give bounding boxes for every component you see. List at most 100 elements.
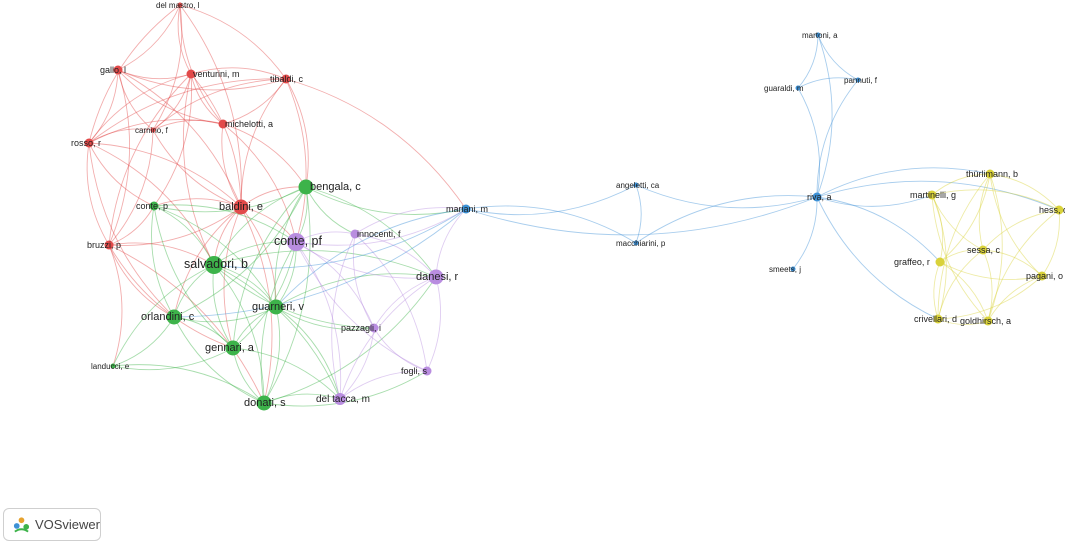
link-gennari-landucci — [112, 347, 234, 371]
node-label-bengala: bengala, c — [310, 181, 361, 193]
node-hess[interactable] — [1054, 205, 1064, 215]
node-guarneri[interactable] — [268, 299, 284, 315]
link-orlandini-landucci — [112, 316, 175, 367]
node-graffeo[interactable] — [935, 257, 945, 267]
node-orlandini[interactable] — [166, 309, 182, 325]
link-gallo-michelotti — [117, 69, 224, 125]
link-gallo-bruzzi — [108, 69, 131, 246]
node-label-bruzzi: bruzzi, p — [87, 240, 121, 250]
node-martinelli[interactable] — [927, 190, 937, 200]
node-gallo[interactable] — [113, 65, 123, 75]
link-thurlimann-sessa — [978, 173, 991, 251]
node-macchiarini[interactable] — [633, 240, 639, 246]
link-sessa-goldhirsch — [982, 249, 993, 322]
node-goldhirsch[interactable] — [983, 316, 993, 326]
node-donati[interactable] — [256, 395, 272, 411]
link-carnino-baldini — [152, 129, 242, 208]
node-label-macchiarini: macchiarini, p — [616, 239, 666, 248]
link-del_mastro-baldini — [179, 4, 242, 208]
node-label-guaraldi: guaraldi, m — [764, 84, 804, 93]
link-bruzzi-conte_p — [108, 205, 155, 246]
link-thurlimann-martinelli — [931, 173, 991, 196]
node-angeletti[interactable] — [633, 182, 639, 188]
link-guarneri-donati — [263, 306, 281, 404]
link-donati-landucci — [112, 364, 265, 404]
link-mariani-macchiarini — [465, 205, 637, 244]
node-bruzzi[interactable] — [104, 240, 114, 250]
network-links — [86, 4, 1060, 407]
link-del_mastro-carnino — [152, 4, 183, 131]
link-rosso-orlandini — [88, 142, 175, 318]
node-martoni[interactable] — [815, 32, 821, 38]
link-bruzzi-donati — [108, 244, 265, 404]
node-label-martoni: martoni, a — [802, 31, 838, 40]
link-riva-guaraldi — [797, 87, 821, 198]
link-conte_p-guarneri — [153, 205, 277, 308]
link-del_mastro-gallo — [117, 4, 181, 71]
node-smeets[interactable] — [790, 266, 796, 272]
link-riva-pannuti — [816, 79, 859, 198]
link-michelotti-rosso — [88, 119, 224, 144]
node-rosso[interactable] — [84, 138, 94, 148]
link-orlandini-guarneri — [173, 306, 277, 323]
node-conte-pf[interactable] — [287, 233, 305, 251]
node-landucci[interactable] — [110, 363, 116, 369]
node-label-martinelli: martinelli, g — [910, 190, 956, 200]
node-mariani[interactable] — [461, 204, 471, 214]
link-del_mastro-michelotti — [179, 4, 224, 125]
node-label-innocenti: innocenti, f — [357, 229, 401, 239]
node-guaraldi[interactable] — [795, 85, 801, 91]
link-danesi-fogli — [426, 276, 441, 372]
link-graffeo-pagani — [939, 261, 1043, 280]
link-venturini-tibaldi — [190, 67, 287, 80]
node-label-conte-pf: conte, pf — [274, 234, 322, 248]
node-crivellari[interactable] — [933, 314, 943, 324]
node-thurlimann[interactable] — [985, 169, 995, 179]
node-fogli[interactable] — [422, 366, 432, 376]
link-pagani-goldhirsch — [987, 275, 1043, 322]
node-label-baldini: baldini, e — [219, 201, 263, 213]
link-martoni-guaraldi — [797, 34, 819, 89]
node-venturini[interactable] — [186, 69, 196, 79]
node-sessa[interactable] — [978, 245, 988, 255]
node-gennari[interactable] — [225, 340, 241, 356]
link-orlandini-donati — [173, 316, 265, 404]
node-conte-p[interactable] — [149, 201, 159, 211]
node-innocenti[interactable] — [350, 229, 360, 239]
node-label-riva: riva, a — [807, 192, 832, 202]
node-tibaldi[interactable] — [281, 74, 291, 84]
node-michelotti[interactable] — [218, 119, 228, 129]
node-del-mastro[interactable] — [177, 2, 183, 8]
node-carnino[interactable] — [150, 127, 156, 133]
link-gallo-baldini — [117, 69, 242, 208]
link-innocenti-pazzagli — [352, 233, 375, 329]
link-conte_pf-del_tacca — [295, 241, 342, 400]
node-pannuti[interactable] — [855, 77, 861, 83]
node-riva[interactable] — [812, 192, 822, 202]
node-pagani[interactable] — [1037, 271, 1047, 281]
node-label-pagani: pagani, o — [1026, 271, 1063, 281]
node-baldini[interactable] — [233, 199, 249, 215]
link-hess-pagani — [1041, 209, 1060, 277]
node-label-tibaldi: tibaldi, c — [270, 74, 304, 84]
link-donati-fogli — [263, 370, 428, 407]
link-angeletti-macchiarini — [635, 184, 642, 244]
link-pazzagli-del_tacca — [339, 327, 375, 400]
link-salvadori-landucci — [112, 264, 215, 367]
link-venturini-salvadori — [182, 73, 215, 266]
node-label-hess: hess, d — [1039, 205, 1065, 215]
link-conte_p-orlandini — [151, 205, 175, 318]
node-label-carnino: carnino, f — [135, 126, 169, 135]
link-rosso-conte_p — [88, 142, 155, 207]
link-carnino-michelotti — [152, 119, 224, 131]
link-bengala-guarneri — [274, 186, 307, 308]
link-graffeo-crivellari — [933, 261, 941, 320]
node-danesi[interactable] — [428, 269, 444, 285]
link-bruzzi-orlandini — [108, 244, 175, 318]
node-pazzagli[interactable] — [369, 323, 379, 333]
node-del-tacca[interactable] — [334, 393, 346, 405]
node-label-del-tacca: del tacca, m — [316, 394, 370, 405]
node-salvadori[interactable] — [205, 256, 223, 274]
link-innocenti-fogli — [354, 233, 428, 372]
node-bengala[interactable] — [298, 179, 314, 195]
